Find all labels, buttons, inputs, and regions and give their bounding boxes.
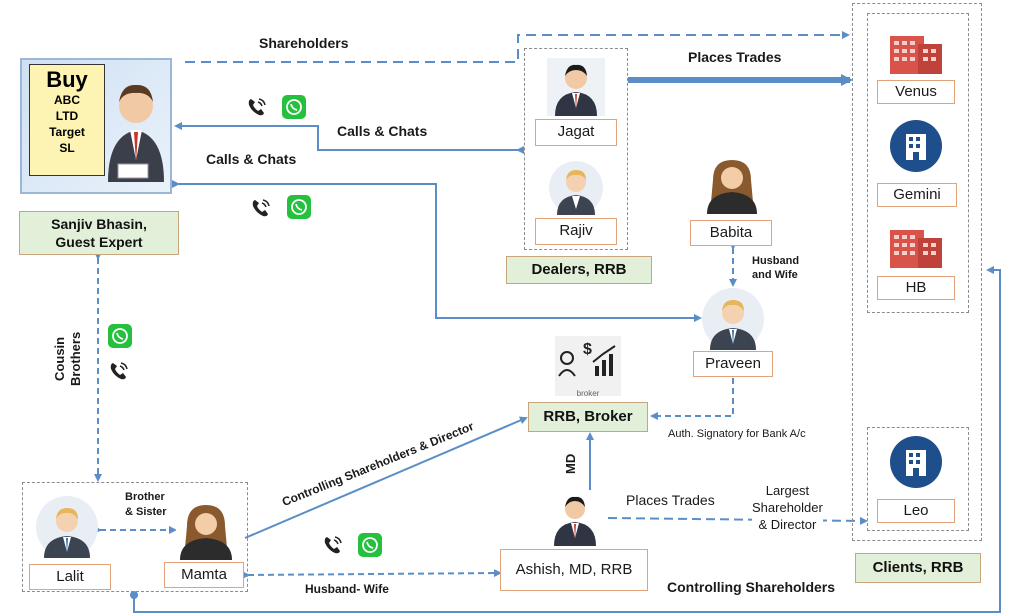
controlling-shareholders-label: Controlling Shareholders xyxy=(667,579,836,595)
whatsapp-icon xyxy=(358,533,382,557)
largest-line2: Shareholder xyxy=(752,500,823,515)
venus-box: Venus xyxy=(877,80,955,104)
edge-controlling-shareholders xyxy=(133,266,1001,613)
md-label: MD xyxy=(563,453,578,474)
leo-group xyxy=(867,427,969,531)
broker-icon-text: broker xyxy=(576,389,600,398)
lalit-label: Lalit xyxy=(56,568,84,585)
whatsapp-icon xyxy=(287,195,311,219)
gemini-label: Gemini xyxy=(893,186,941,203)
broker-icon: $ broker xyxy=(555,336,621,398)
anchor-person-icon xyxy=(108,84,164,182)
gemini-box: Gemini xyxy=(877,183,957,207)
tv-buy: Buy xyxy=(46,67,88,92)
edge-shareholders xyxy=(185,31,850,63)
clients-inner-group xyxy=(867,13,969,313)
leo-building-icon xyxy=(890,436,942,488)
babita-label: Babita xyxy=(709,224,753,241)
edge-husband-wife-bottom xyxy=(241,569,502,580)
dealers-rrb-box: Dealers, RRB xyxy=(506,256,652,284)
largest-line1: Largest xyxy=(765,483,810,498)
rajiv-person-icon xyxy=(549,161,603,215)
sanjiv-line1: Sanjiv Bhasin, xyxy=(51,216,147,232)
husband-wife-top-label: Husband and Wife xyxy=(752,254,799,282)
jagat-person-icon xyxy=(547,58,605,116)
leo-label: Leo xyxy=(903,502,929,519)
gemini-building-icon xyxy=(890,120,942,172)
brother-sister-label: Brother & Sister xyxy=(125,490,167,520)
mamta-label: Mamta xyxy=(181,566,227,583)
calls-chats-1-label: Calls & Chats xyxy=(337,123,428,139)
brother-sister-line2: & Sister xyxy=(125,506,167,518)
venus-building-icon xyxy=(890,36,942,74)
mamta-person-icon xyxy=(176,500,236,560)
husband-wife-top-line1: Husband xyxy=(752,255,800,267)
largest-shareholder-label: Largest Shareholder & Director xyxy=(752,482,823,533)
rrb-broker-label: RRB, Broker xyxy=(543,408,633,425)
tv-line2: LTD xyxy=(55,109,79,123)
edge-calls-chats-2 xyxy=(172,180,702,322)
phone-ring-icon xyxy=(252,199,270,217)
hb-box: HB xyxy=(877,276,955,300)
places-trades-bottom-label: Places Trades xyxy=(626,492,715,508)
phone-ring-icon xyxy=(248,98,266,116)
tv-line3: Target xyxy=(49,125,85,139)
lalit-mamta-group xyxy=(22,482,248,592)
edge-controlling-director xyxy=(244,416,528,539)
praveen-person-icon xyxy=(702,288,764,350)
tv-line1: ABC xyxy=(54,93,80,107)
rajiv-label: Rajiv xyxy=(559,222,593,239)
whatsapp-icon xyxy=(282,95,306,119)
jagat-box: Jagat xyxy=(535,119,617,146)
babita-box: Babita xyxy=(690,220,772,246)
edge-calls-chats-1 xyxy=(174,122,524,154)
cousin-brothers-label: Cousin Brothers xyxy=(52,332,84,386)
sanjiv-bhasin-box: Sanjiv Bhasin, Guest Expert xyxy=(19,211,179,255)
shareholders-label: Shareholders xyxy=(259,35,349,51)
mamta-box: Mamta xyxy=(164,562,244,588)
phone-ring-icon xyxy=(324,536,342,554)
places-trades-top-label: Places Trades xyxy=(688,49,782,65)
phone-ring-icon xyxy=(110,362,128,380)
husband-wife-top-line2: and Wife xyxy=(752,269,798,281)
rajiv-box: Rajiv xyxy=(535,218,617,245)
cousin-line1: Cousin xyxy=(52,336,67,381)
rrb-broker-box: RRB, Broker xyxy=(528,402,648,432)
auth-signatory-label: Auth. Signatory for Bank A/c xyxy=(668,428,806,440)
tv-sign: Buy ABC LTD Target SL xyxy=(29,64,105,176)
hb-building-icon xyxy=(890,230,942,268)
venus-label: Venus xyxy=(895,83,937,100)
whatsapp-icon xyxy=(108,324,132,348)
tv-line4: SL xyxy=(59,141,75,155)
sanjiv-line2: Guest Expert xyxy=(55,234,143,250)
ashish-label: Ashish, MD, RRB xyxy=(515,561,633,578)
praveen-box: Praveen xyxy=(693,351,773,377)
clients-rrb-box: Clients, RRB xyxy=(855,553,981,583)
jagat-label: Jagat xyxy=(557,123,595,140)
leo-box: Leo xyxy=(877,499,955,523)
cousin-line2: Brothers xyxy=(68,331,83,386)
babita-person-icon xyxy=(703,156,761,214)
clients-outer-group xyxy=(852,3,982,541)
svg-text:$: $ xyxy=(583,341,592,358)
clients-rrb-label: Clients, RRB xyxy=(872,559,964,576)
largest-line3: & Director xyxy=(758,517,817,532)
ashish-person-icon xyxy=(546,490,604,546)
husband-wife-bottom-label: Husband- Wife xyxy=(305,582,389,596)
praveen-label: Praveen xyxy=(705,355,761,372)
lalit-person-icon xyxy=(36,496,98,558)
lalit-box: Lalit xyxy=(29,564,111,590)
ashish-box: Ashish, MD, RRB xyxy=(500,549,648,591)
broker-chart-icon: $ xyxy=(558,341,616,377)
dealers-group xyxy=(524,48,628,250)
calls-chats-2-label: Calls & Chats xyxy=(206,151,297,167)
hb-label: HB xyxy=(905,279,927,296)
dealers-rrb-label: Dealers, RRB xyxy=(531,261,627,278)
edge-places-trades-bottom xyxy=(607,516,868,525)
brother-sister-line1: Brother xyxy=(125,491,165,503)
edge-auth-signatory xyxy=(650,378,734,420)
